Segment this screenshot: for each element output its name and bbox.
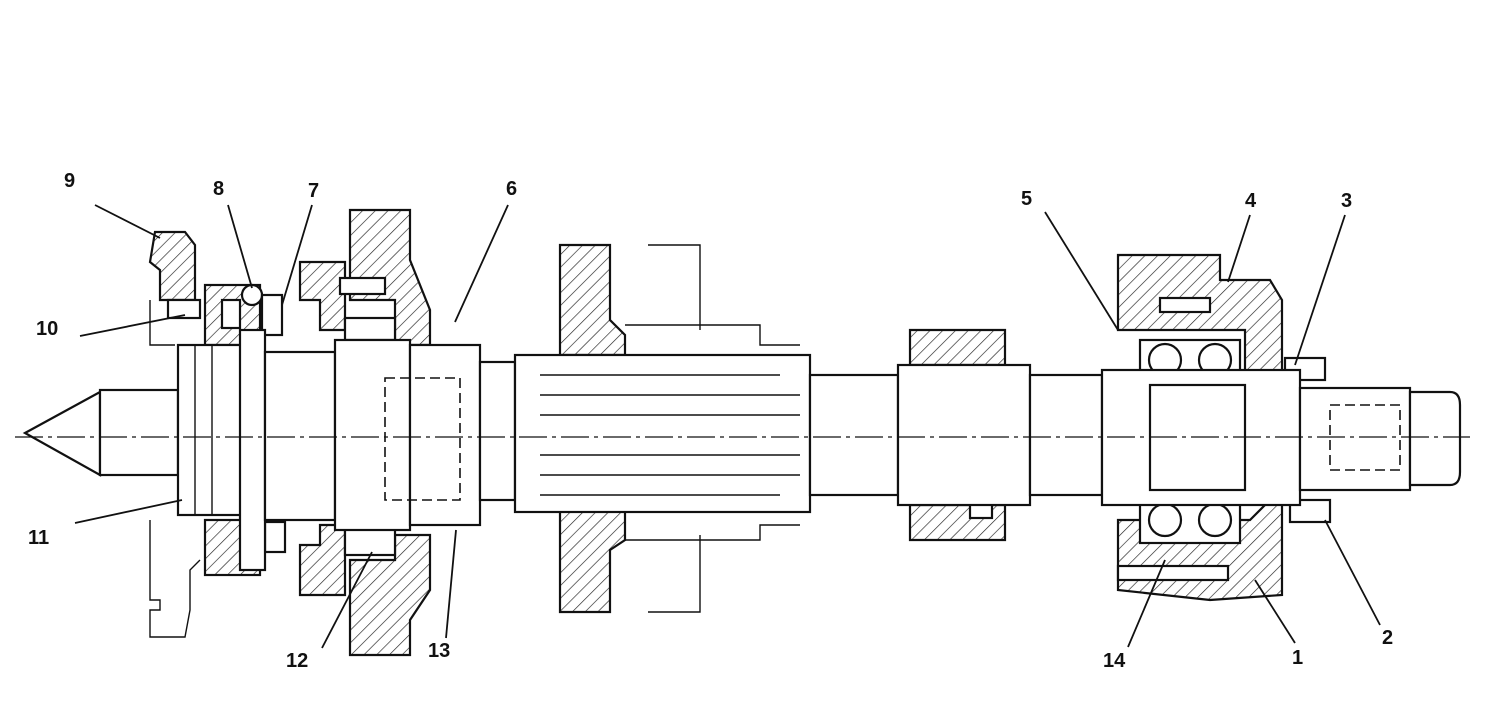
center-sleeve [908,328,1007,542]
spindle-shaft [15,328,1470,572]
label-4: 4 [1245,190,1257,212]
label-3: 3 [1341,190,1352,212]
label-12: 12 [286,650,308,672]
label-8: 8 [213,178,224,200]
label-6: 6 [506,178,517,200]
label-13: 13 [428,640,450,662]
label-14: 14 [1103,650,1126,672]
left-housing [298,208,432,657]
label-9: 9 [64,170,75,192]
spline-grooves [540,374,800,496]
sliding-gear [558,243,800,614]
label-2: 2 [1382,627,1393,649]
label-1: 1 [1292,647,1303,669]
label-10: 10 [36,318,58,340]
label-5: 5 [1021,188,1032,210]
label-11: 11 [28,527,49,549]
leader-lines [74,204,1381,649]
label-7: 7 [308,180,319,202]
part-labels: 1 2 3 4 5 6 7 8 9 10 11 12 13 14 [28,170,1393,672]
